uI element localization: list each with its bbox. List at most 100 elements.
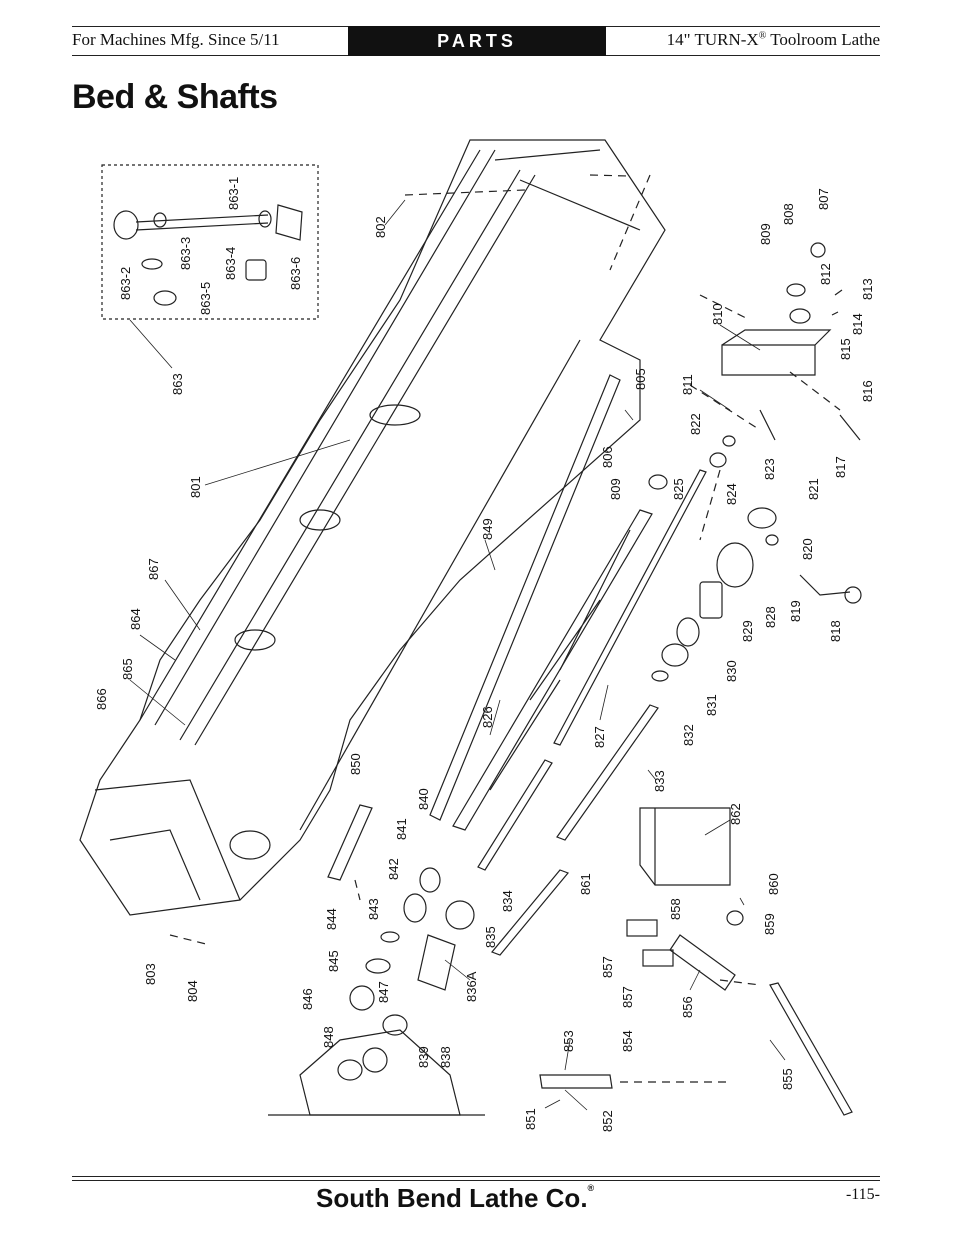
callout-858: 858 [668, 898, 683, 920]
header-model: 14" TURN-X® Toolroom Lathe [667, 30, 880, 50]
inset-box-863 [101, 164, 319, 320]
callout-852: 852 [600, 1110, 615, 1132]
callout-863-2: 863-2 [118, 267, 133, 300]
callout-844: 844 [324, 908, 339, 930]
callout-823: 823 [762, 458, 777, 480]
callout-861: 861 [578, 873, 593, 895]
callout-864: 864 [128, 608, 143, 630]
lathe-bed-icon [79, 139, 666, 916]
callout-848: 848 [321, 1026, 336, 1048]
callout-836a: 836A [464, 971, 479, 1002]
collar-icon [716, 542, 754, 588]
callout-803: 803 [143, 963, 158, 985]
part-callouts: 863-1 863-2 863-3 863-4 863-5 863-6 863 … [94, 177, 875, 1132]
header-registered-mark: ® [758, 30, 767, 42]
header-machines-date: For Machines Mfg. Since 5/11 [72, 30, 280, 49]
callout-850: 850 [348, 753, 363, 775]
callout-838: 838 [438, 1046, 453, 1068]
callout-865: 865 [120, 658, 135, 680]
footer-rule-bottom [72, 1180, 880, 1181]
callout-860: 860 [766, 873, 781, 895]
footer-brand: South Bend Lathe Co.® [316, 1183, 594, 1214]
callout-856: 856 [680, 996, 695, 1018]
callout-810: 810 [710, 303, 725, 325]
footer-brand-mark: ® [587, 1183, 595, 1193]
callout-804: 804 [185, 980, 200, 1002]
callout-853: 853 [561, 1030, 576, 1052]
callout-840: 840 [416, 788, 431, 810]
lever-853-icon [539, 1074, 613, 1089]
callout-824: 824 [724, 483, 739, 505]
cover-862-icon [639, 807, 731, 886]
page-header: For Machines Mfg. Since 5/11 PARTS 14" T… [72, 26, 880, 56]
callout-812: 812 [818, 263, 833, 285]
rack-850-icon [327, 804, 373, 881]
header-section-label: PARTS [348, 26, 606, 56]
callout-841: 841 [394, 818, 409, 840]
callout-809-upper: 809 [758, 223, 773, 245]
feed-rod-icon [553, 469, 707, 746]
callout-831: 831 [704, 694, 719, 716]
callout-826: 826 [480, 706, 495, 728]
callout-863-6: 863-6 [288, 257, 303, 290]
callout-811: 811 [680, 374, 695, 395]
callout-854: 854 [620, 1030, 635, 1052]
callout-822: 822 [688, 413, 703, 435]
bed-shafts-diagram: 863-1 863-2 863-3 863-4 863-5 863-6 863 … [79, 139, 875, 1132]
callout-829: 829 [740, 620, 755, 642]
callout-839: 839 [416, 1046, 431, 1068]
callout-809-lower: 809 [608, 478, 623, 500]
callout-857-lower: 857 [620, 986, 635, 1008]
callout-863-4: 863-4 [223, 247, 238, 280]
callout-851: 851 [523, 1108, 538, 1130]
callout-859: 859 [762, 913, 777, 935]
callout-863: 863 [170, 373, 185, 395]
callout-820: 820 [800, 538, 815, 560]
callout-857-upper: 857 [600, 956, 615, 978]
callout-843: 843 [366, 898, 381, 920]
callout-806: 806 [600, 446, 615, 468]
callout-834: 834 [500, 890, 515, 912]
header-model-name: 14" TURN-X [666, 30, 759, 49]
callout-802: 802 [373, 216, 388, 238]
header-model-suffix: Toolroom Lathe [766, 30, 880, 49]
shaft-833-icon [556, 704, 659, 841]
callout-801: 801 [188, 476, 203, 498]
callout-828: 828 [763, 606, 778, 628]
callout-814: 814 [850, 313, 865, 335]
gearbox-area-icon [268, 867, 485, 1116]
callout-862: 862 [728, 803, 743, 825]
callout-867: 867 [146, 558, 161, 580]
callout-845: 845 [326, 950, 341, 972]
callout-855: 855 [780, 1068, 795, 1090]
leadscrew-icon [452, 509, 653, 831]
rack-849-icon [429, 374, 621, 821]
callout-807: 807 [816, 188, 831, 210]
callout-846: 846 [300, 988, 315, 1010]
callout-842: 842 [386, 858, 401, 880]
handwheel-assembly-icon [113, 204, 303, 306]
callout-849: 849 [480, 518, 495, 540]
footer-brand-name: South Bend Lathe Co. [316, 1183, 588, 1213]
callout-819: 819 [788, 600, 803, 622]
callout-863-5: 863-5 [198, 282, 213, 315]
lever-icon [799, 574, 851, 596]
callout-816: 816 [860, 380, 875, 402]
callout-830: 830 [724, 660, 739, 682]
callout-825: 825 [671, 478, 686, 500]
callout-866: 866 [94, 688, 109, 710]
callout-863-1: 863-1 [226, 177, 241, 210]
callout-863-3: 863-3 [178, 237, 193, 270]
callout-835: 835 [483, 926, 498, 948]
page-title: Bed & Shafts [72, 78, 278, 116]
callout-821: 821 [806, 478, 821, 500]
callout-808: 808 [781, 203, 796, 225]
end-bracket-icon [721, 329, 832, 376]
callout-813: 813 [860, 278, 875, 300]
footer-rule-top [72, 1176, 880, 1177]
callout-833: 833 [652, 770, 667, 792]
callout-815: 815 [838, 338, 853, 360]
callout-847: 847 [376, 981, 391, 1003]
callout-817: 817 [833, 456, 848, 478]
bracket-856-icon [669, 934, 736, 991]
